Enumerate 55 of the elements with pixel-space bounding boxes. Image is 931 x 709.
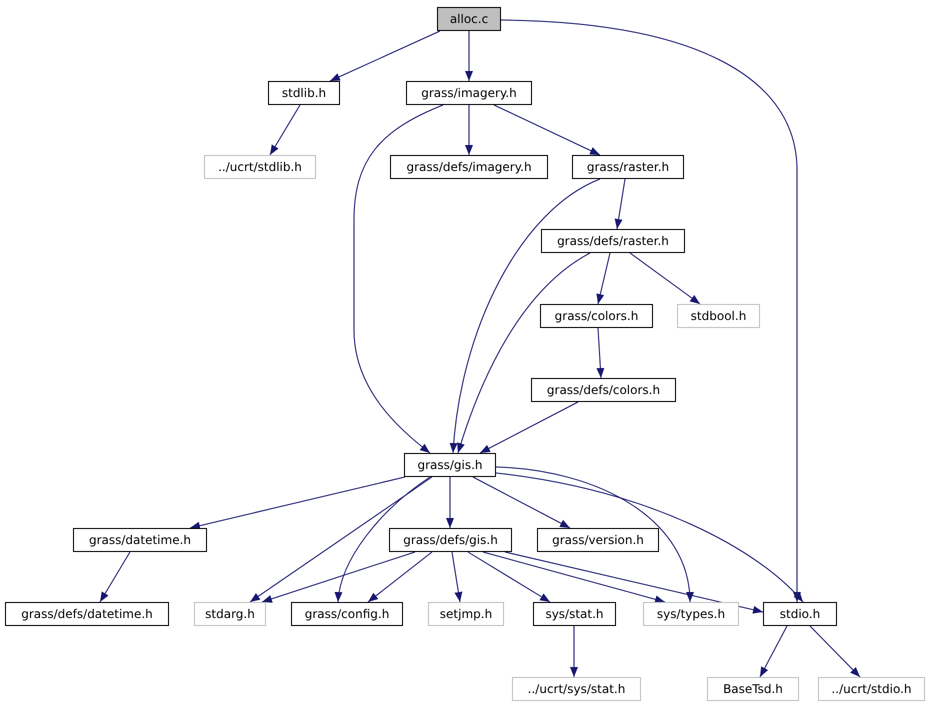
arrow bbox=[630, 252, 700, 304]
arrow bbox=[482, 552, 666, 604]
file-box: grass/defs/imagery.h bbox=[390, 155, 548, 179]
file-box: grass/imagery.h bbox=[406, 81, 532, 105]
arrow bbox=[270, 104, 300, 156]
file-box: grass/defs/datetime.h bbox=[5, 602, 169, 626]
file-box: stdlib.h bbox=[268, 81, 340, 105]
arrow bbox=[354, 104, 444, 454]
arrow bbox=[570, 626, 578, 678]
file-box: grass/defs/gis.h bbox=[389, 528, 512, 552]
arrow bbox=[496, 472, 804, 602]
file-box: alloc.c bbox=[437, 7, 501, 31]
arrow bbox=[250, 476, 432, 602]
arrow bbox=[496, 466, 694, 602]
file-box: BaseTsd.h bbox=[707, 677, 799, 701]
file-box: grass/raster.h bbox=[572, 155, 684, 179]
file-box: grass/version.h bbox=[537, 528, 659, 552]
file-box: grass/datetime.h bbox=[73, 528, 207, 552]
arrow bbox=[452, 552, 462, 602]
arrow bbox=[450, 178, 600, 454]
file-box: grass/config.h bbox=[291, 602, 403, 626]
file-box: stdbool.h bbox=[677, 304, 760, 328]
file-box: ../ucrt/stdlib.h bbox=[204, 155, 316, 179]
arrow bbox=[465, 30, 473, 82]
file-box: stdio.h bbox=[763, 602, 837, 626]
arrow bbox=[446, 476, 454, 528]
arrow bbox=[614, 178, 626, 230]
arrow bbox=[465, 104, 473, 156]
file-box: grass/defs/raster.h bbox=[541, 229, 685, 253]
arrow bbox=[262, 552, 416, 603]
arrow bbox=[330, 30, 440, 82]
file-box: sys/types.h bbox=[643, 602, 739, 626]
arrow bbox=[368, 552, 432, 602]
file-box: ../ucrt/sys/stat.h bbox=[512, 677, 641, 701]
arrow bbox=[596, 328, 604, 378]
arrow bbox=[480, 402, 578, 454]
arrow bbox=[100, 552, 130, 602]
file-box: grass/colors.h bbox=[540, 304, 653, 328]
arrow bbox=[468, 552, 550, 602]
arrow bbox=[190, 476, 406, 530]
file-box: setjmp.h bbox=[428, 602, 504, 626]
file-box: sys/stat.h bbox=[533, 602, 616, 626]
arrow bbox=[335, 476, 430, 602]
arrow bbox=[596, 252, 610, 304]
arrow bbox=[810, 626, 860, 678]
arrow bbox=[494, 104, 600, 156]
file-box: ../ucrt/stdio.h bbox=[818, 677, 925, 701]
arrow bbox=[472, 476, 570, 528]
file-box: stdarg.h bbox=[194, 602, 266, 626]
file-box: grass/gis.h bbox=[404, 453, 496, 477]
arrow bbox=[457, 252, 590, 454]
file-box: grass/defs/colors.h bbox=[531, 378, 676, 402]
arrow bbox=[760, 626, 788, 678]
arrow bbox=[500, 20, 801, 602]
arrow bbox=[504, 552, 764, 614]
